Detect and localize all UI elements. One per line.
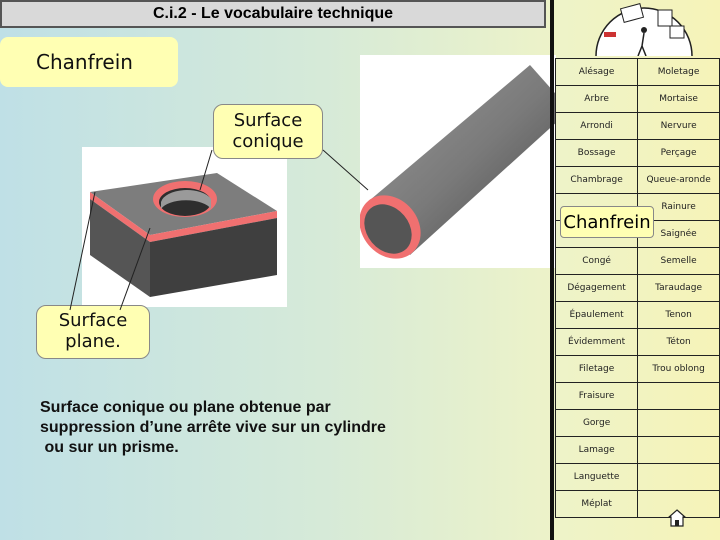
vocabulary-term[interactable]: Semelle	[637, 247, 720, 275]
vocabulary-term[interactable]: Arbre	[554, 85, 639, 113]
home-icon[interactable]	[667, 508, 687, 528]
teacher-logo-icon	[588, 0, 698, 57]
surface-plane-bubble: Surface plane.	[36, 305, 150, 359]
page-title-text: C.i.2 - Le vocabulaire technique	[152, 5, 394, 22]
panel-divider	[550, 0, 554, 540]
vocabulary-empty-cell	[637, 409, 720, 437]
vocabulary-term[interactable]: Évidemment	[554, 328, 639, 356]
definition-line: ou sur un prisme.	[40, 439, 179, 456]
vocabulary-row: Gorge	[554, 409, 720, 437]
vocabulary-empty-cell	[637, 382, 720, 410]
definition-text: Surface conique ou plane obtenue par sup…	[40, 398, 460, 458]
vocabulary-row: Languette	[554, 463, 720, 491]
vocabulary-term[interactable]: Méplat	[554, 490, 639, 518]
vocabulary-row: Fraisure	[554, 382, 720, 410]
surface-conique-line2: conique	[232, 130, 304, 152]
vocabulary-term[interactable]: Gorge	[554, 409, 639, 437]
chanfrein-bubble-label: Chanfrein	[36, 50, 133, 74]
vocabulary-term[interactable]: Téton	[637, 328, 720, 356]
vocabulary-term[interactable]: Moletage	[637, 58, 720, 86]
vocabulary-term[interactable]: Tenon	[637, 301, 720, 329]
vocabulary-term[interactable]: Languette	[554, 463, 639, 491]
vocabulary-term[interactable]: Mortaise	[637, 85, 720, 113]
chanfrein-highlight[interactable]: Chanfrein	[560, 206, 654, 238]
chanfrein-highlight-label: Chanfrein	[563, 212, 651, 233]
vocabulary-term[interactable]: Trou oblong	[637, 355, 720, 383]
vocabulary-term[interactable]: Filetage	[554, 355, 639, 383]
vocabulary-term[interactable]: Taraudage	[637, 274, 720, 302]
surface-conique-bubble: Surface conique	[213, 104, 323, 159]
vocabulary-term[interactable]: Bossage	[554, 139, 639, 167]
vocabulary-term[interactable]: Queue-aronde	[637, 166, 720, 194]
surface-conique-line1: Surface	[233, 110, 303, 131]
vocabulary-term[interactable]: Arrondi	[554, 112, 639, 140]
vocabulary-term[interactable]: Chambrage	[554, 166, 639, 194]
vocabulary-term[interactable]: Alésage	[554, 58, 639, 86]
prism-illustration	[82, 147, 287, 307]
vocabulary-term[interactable]: Congé	[554, 247, 639, 275]
vocabulary-term[interactable]: Dégagement	[554, 274, 639, 302]
surface-plane-line1: Surface	[58, 310, 128, 331]
cylinder-drawing	[359, 65, 570, 259]
vocabulary-empty-cell	[637, 463, 720, 491]
vocabulary-term[interactable]: Épaulement	[554, 301, 639, 329]
cylinder-illustration	[359, 55, 570, 268]
vocabulary-row: Méplat	[554, 490, 720, 518]
vocabulary-empty-cell	[637, 436, 720, 464]
chanfrein-bubble: Chanfrein	[0, 37, 178, 87]
vocabulary-row: Lamage	[554, 436, 720, 464]
vocabulary-term[interactable]: Fraisure	[554, 382, 639, 410]
page-title: C.i.2 - Le vocabulaire technique	[0, 0, 546, 28]
vocabulary-term[interactable]: Lamage	[554, 436, 639, 464]
vocabulary-term[interactable]: Nervure	[637, 112, 720, 140]
definition-line: suppression d’une arrête vive sur un cyl…	[40, 419, 386, 436]
prism-drawing	[90, 173, 277, 297]
vocabulary-term[interactable]: Perçage	[637, 139, 720, 167]
surface-plane-line2: plane.	[65, 330, 121, 352]
definition-line: Surface conique ou plane obtenue par	[40, 399, 331, 416]
